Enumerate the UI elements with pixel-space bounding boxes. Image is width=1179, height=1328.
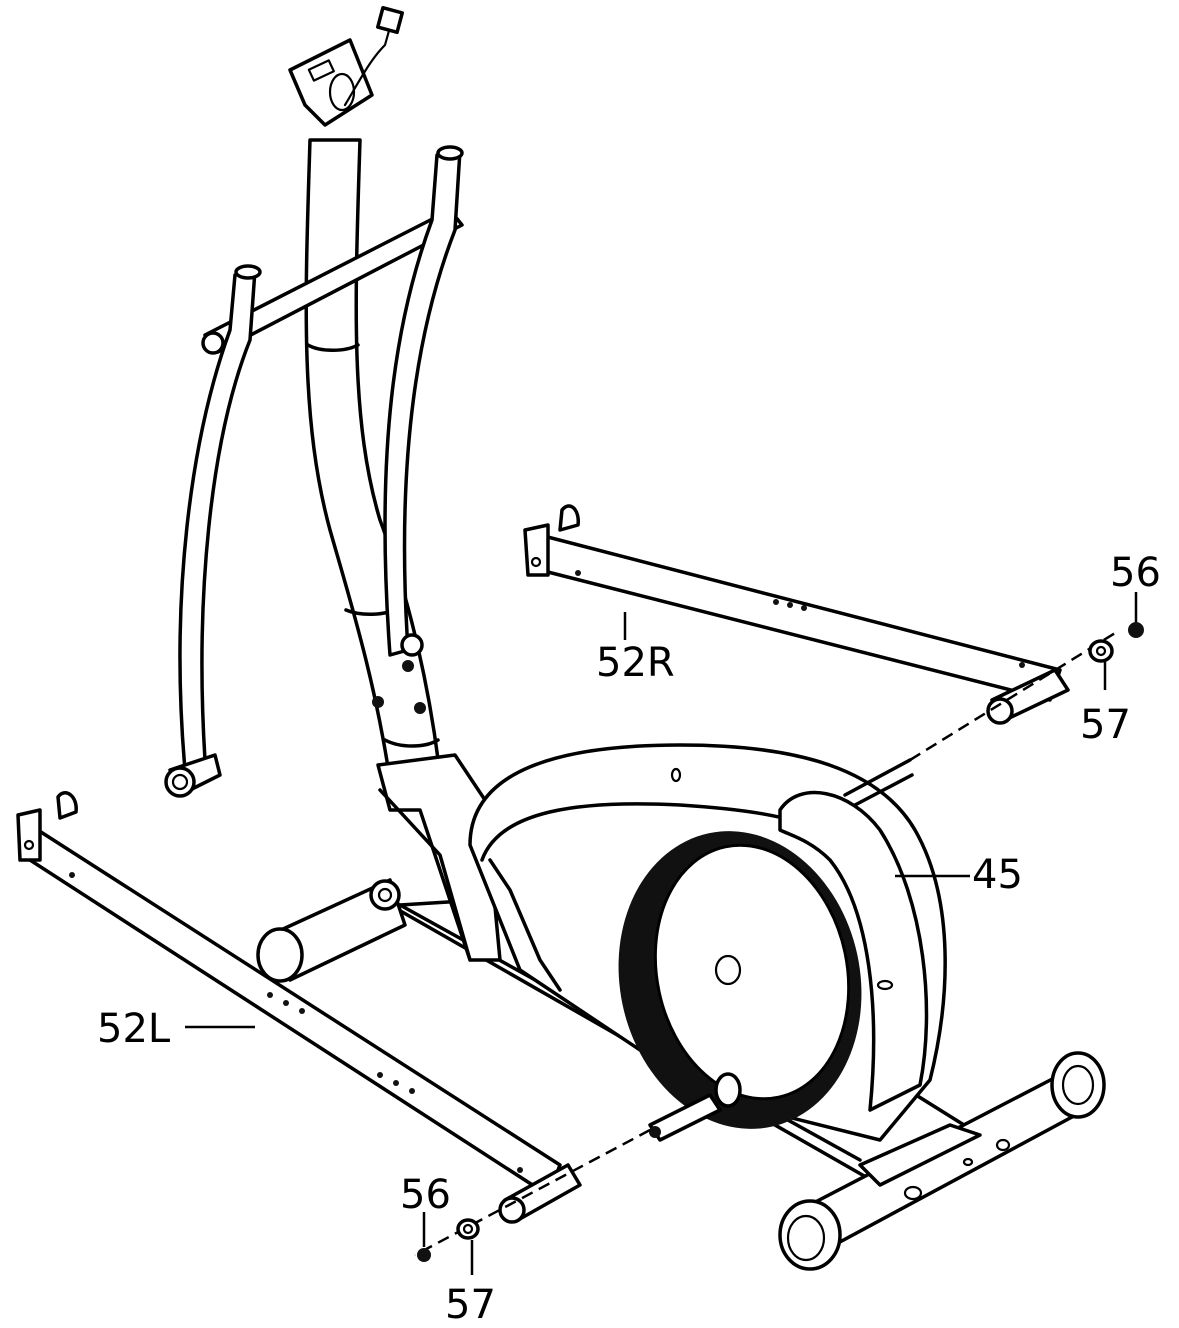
callout-56-right: 56 [1110,550,1161,596]
callout-45: 45 [972,852,1023,898]
front-stabilizer [778,1051,1106,1271]
flywheel-disc [618,831,862,1129]
callout-57-left: 57 [445,1282,496,1328]
handlebar-assembly [164,145,464,798]
callout-56-left: 56 [400,1172,451,1218]
callout-57-right: 57 [1080,702,1131,748]
assembly-line-right [909,628,1121,762]
assembly-line-left [414,1128,651,1257]
hardware-left [417,1218,480,1262]
pedal-arm-52r [523,504,1070,725]
hardware-right [1088,622,1144,663]
crank-axle-left [648,1072,742,1142]
callout-52l: 52L [97,1006,171,1052]
callout-52r: 52R [596,640,675,686]
pedal-arm-52l [16,791,582,1224]
